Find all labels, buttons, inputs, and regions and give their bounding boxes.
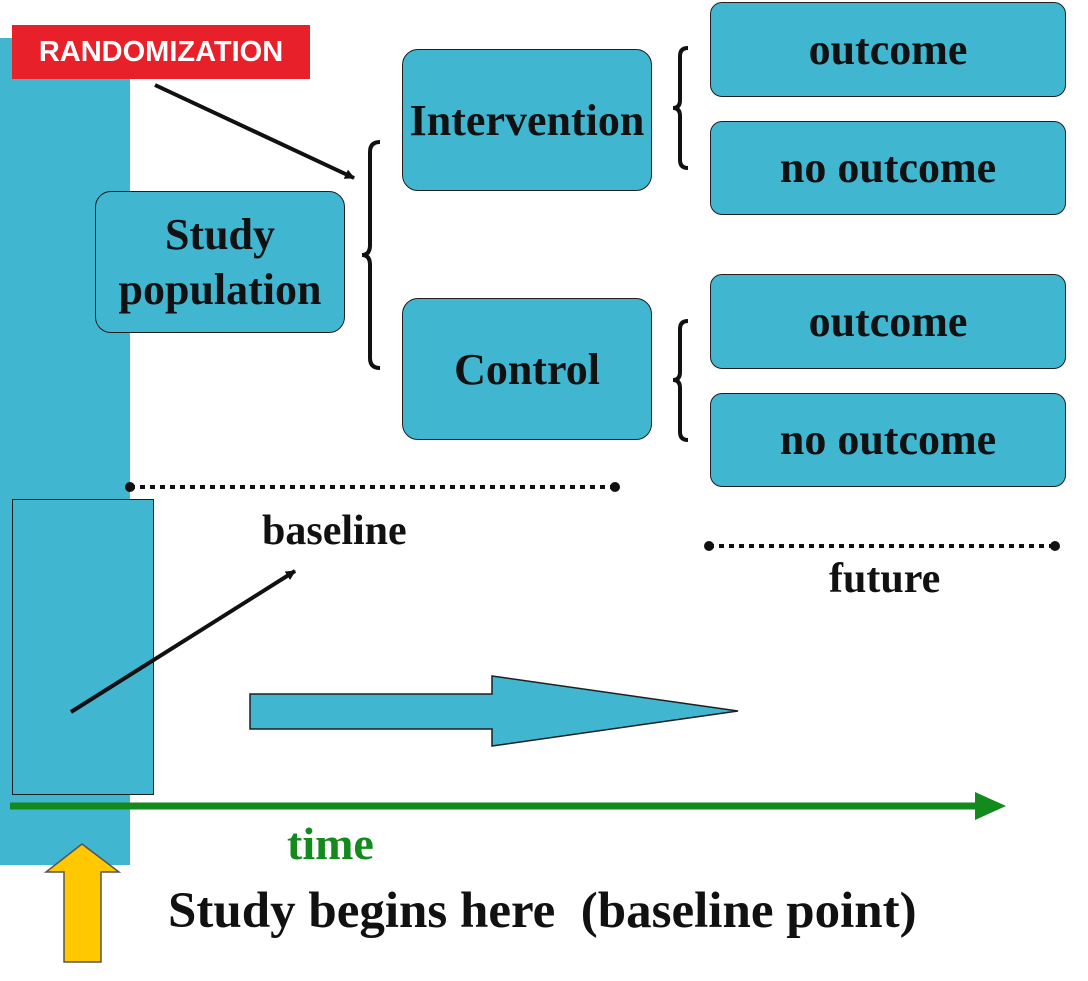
baseline-dot-end <box>610 482 620 492</box>
intervention-outcome-label: outcome <box>808 24 968 74</box>
population-brace <box>361 140 381 370</box>
randomization-arrow <box>154 83 355 180</box>
intervention-label: Intervention <box>409 95 645 145</box>
progression-arrow <box>249 675 739 747</box>
study-population-line1: Study <box>164 210 276 259</box>
baseline-square <box>12 499 154 795</box>
randomization-label: RANDOMIZATION <box>12 25 310 79</box>
study-begins-caption: Study begins here (baseline point) <box>168 883 917 939</box>
future-label: future <box>829 556 941 602</box>
control-outcome-label: outcome <box>808 296 968 346</box>
future-dot-end <box>1050 541 1060 551</box>
intervention-no-outcome-label: no outcome <box>779 143 997 192</box>
control-box: Control <box>402 298 652 440</box>
time-label: time <box>287 818 374 869</box>
control-outcome-box: outcome <box>710 274 1066 369</box>
baseline-pointer-arrow <box>69 569 297 714</box>
baseline-label: baseline <box>262 508 407 554</box>
control-label: Control <box>454 344 600 394</box>
baseline-marker-arrow <box>43 843 122 963</box>
study-population-line2: population <box>118 265 322 314</box>
future-dot-start <box>704 541 714 551</box>
control-no-outcome-label: no outcome <box>779 415 997 464</box>
intervention-box: Intervention <box>402 49 652 191</box>
intervention-no-outcome-box: no outcome <box>710 121 1066 215</box>
time-axis-arrowhead <box>975 792 1006 820</box>
intervention-outcome-box: outcome <box>710 2 1066 97</box>
baseline-dot-start <box>125 482 135 492</box>
control-brace <box>672 319 689 442</box>
study-population-box: Study population <box>95 191 345 333</box>
intervention-brace <box>672 46 689 170</box>
control-no-outcome-box: no outcome <box>710 393 1066 487</box>
